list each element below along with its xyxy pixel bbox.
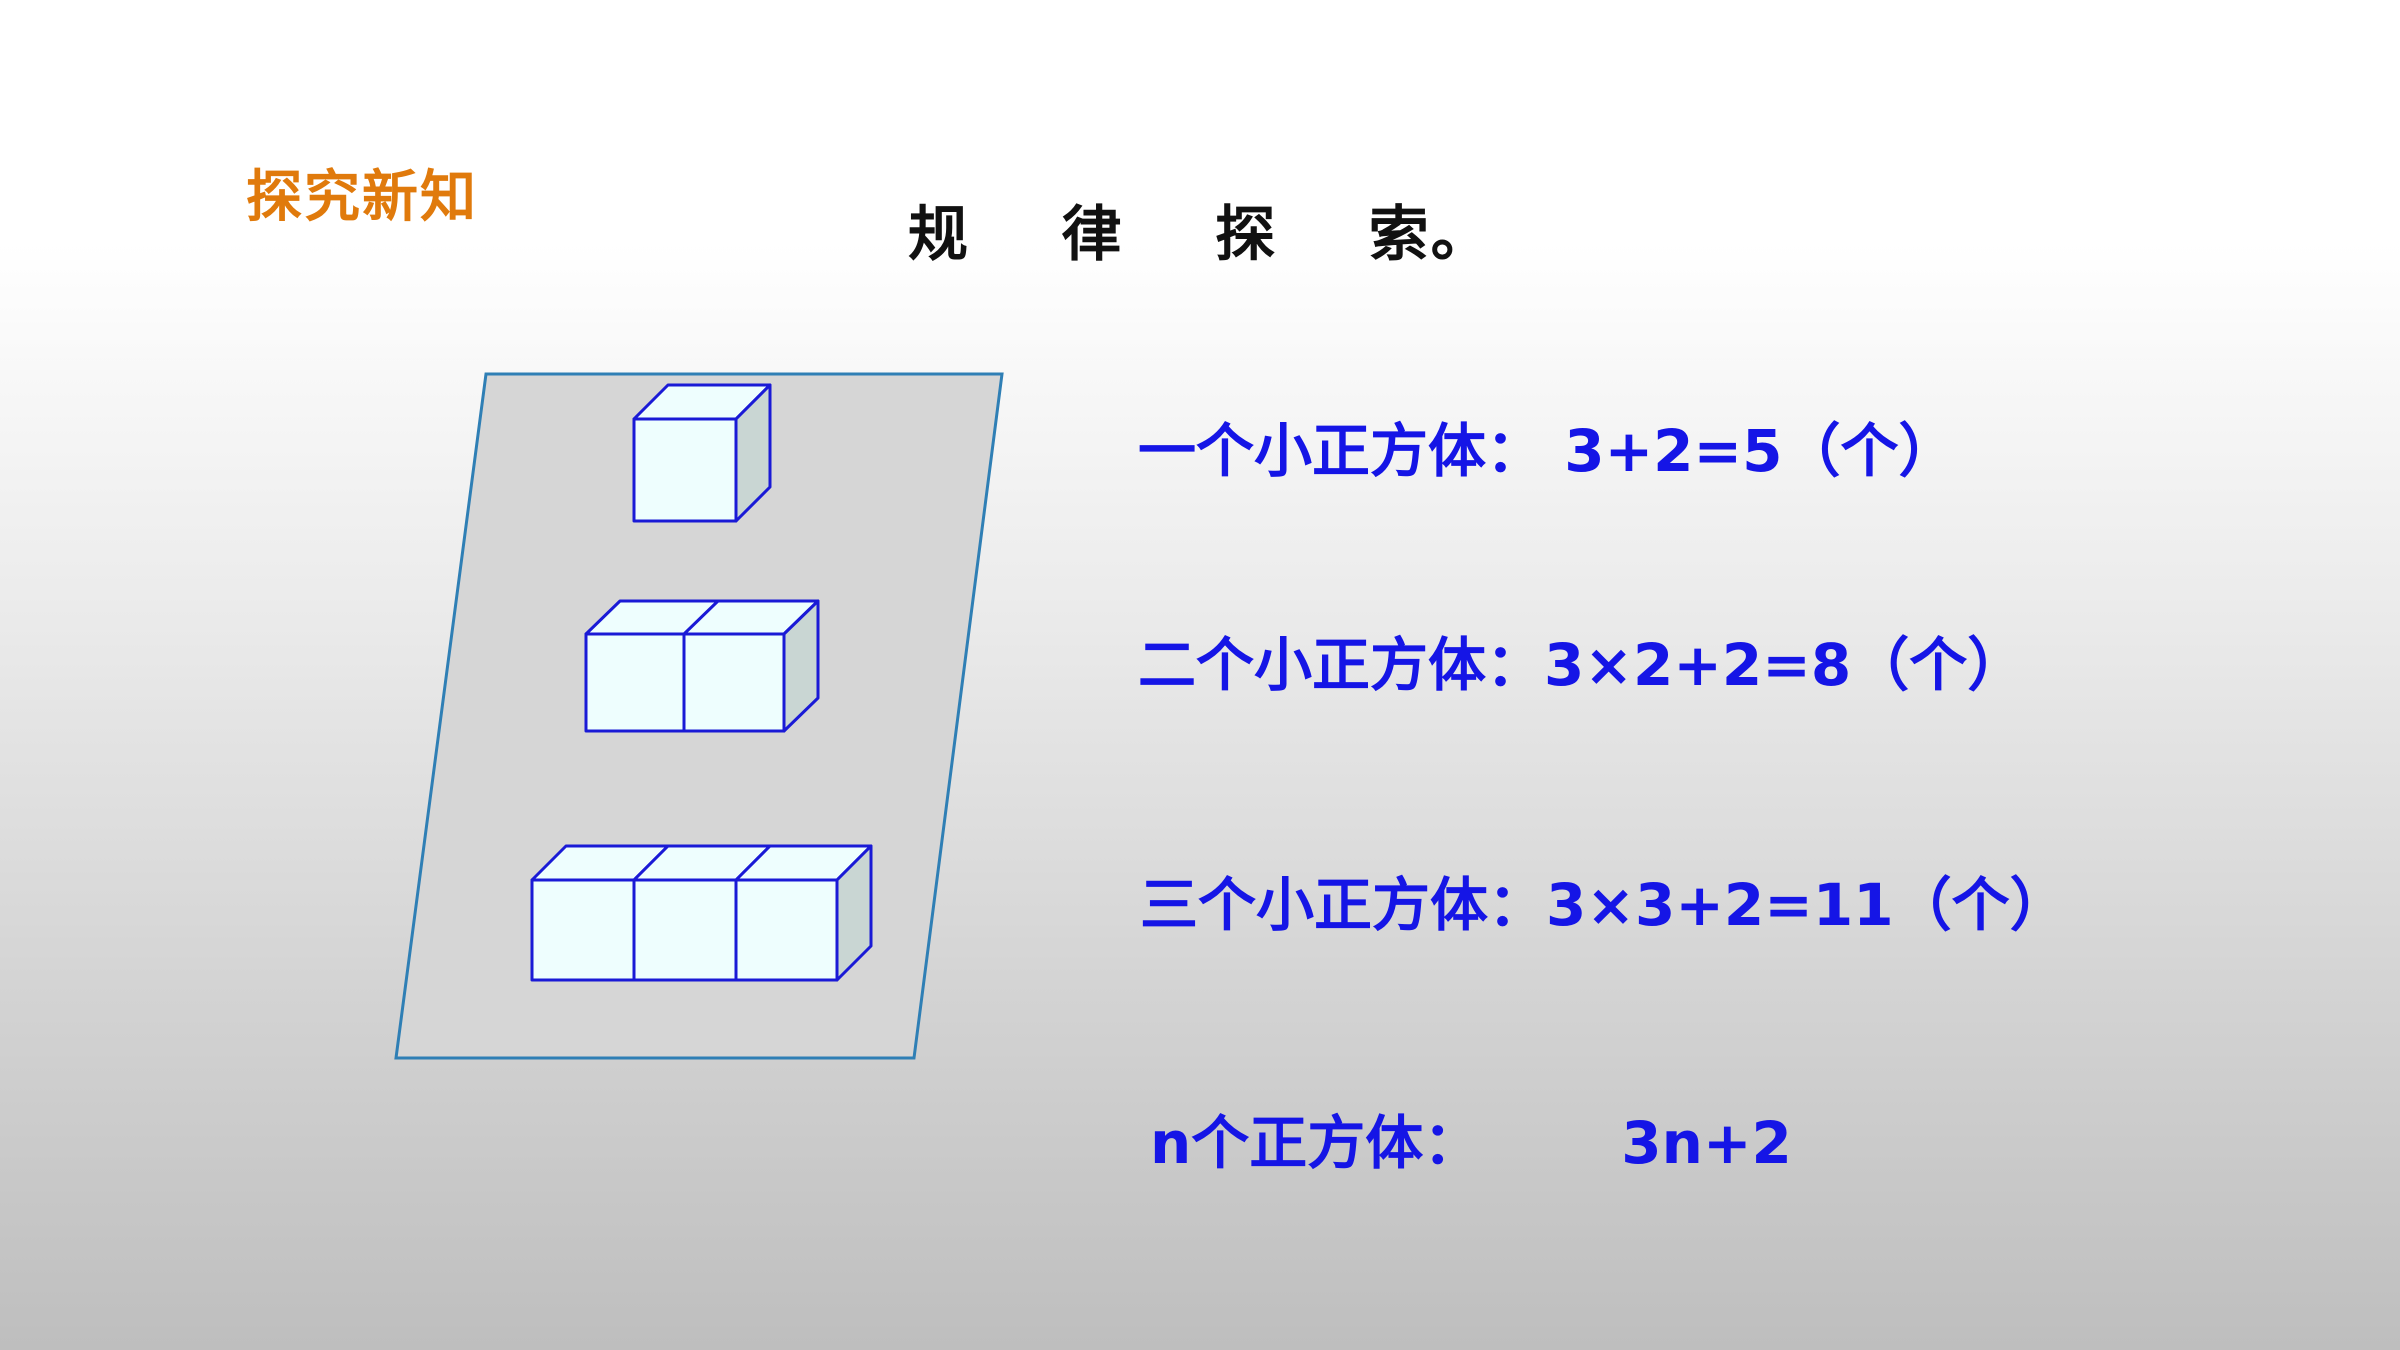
cube-front [530, 878, 636, 982]
formula-expression: 3+2=5（个） [1544, 417, 1957, 485]
formula-label: n个正方体： [1150, 1109, 1482, 1177]
formula-two-cubes: 二个小正方体：3×2+2=8（个） [1138, 618, 2025, 702]
section-label: 探究新知 [246, 165, 478, 230]
cube-row-3 [530, 844, 873, 982]
formula-expression: 3×3+2=11（个） [1546, 871, 2068, 939]
formula-expression: 3×2+2=8（个） [1544, 631, 2026, 699]
cube-row-1 [632, 383, 772, 523]
formula-label: 二个小正方体： [1138, 631, 1545, 699]
cube-front [584, 632, 686, 733]
formula-label: 三个小正方体： [1140, 871, 1547, 939]
cube-front [632, 878, 738, 982]
cube-front [734, 878, 839, 982]
formula-n-cubes: n个正方体： 3n+2 [1150, 1096, 1792, 1180]
cube-front [632, 417, 738, 523]
formula-three-cubes: 三个小正方体：3×3+2=11（个） [1140, 858, 2068, 942]
formula-expression: 3n+2 [1621, 1109, 1792, 1177]
page-title: 规 律 探 索。 [908, 200, 1493, 270]
cube-front [682, 632, 786, 733]
cube-row-2 [584, 599, 820, 733]
formula-label: 一个小正方体： [1138, 417, 1545, 485]
formula-one-cube: 一个小正方体： 3+2=5（个） [1138, 404, 1956, 488]
